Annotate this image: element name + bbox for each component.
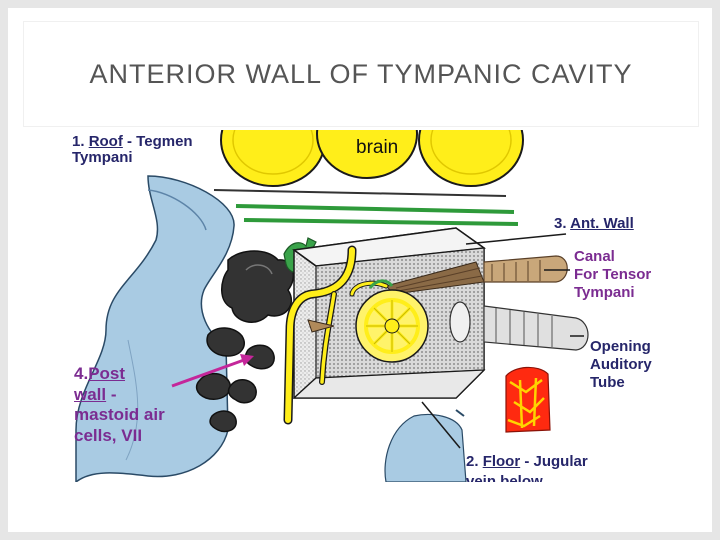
label-ant-wall: 3. Ant. Wall [554,216,634,232]
label-brain-text: brain [356,137,399,158]
pointer-arrows [171,233,584,449]
jugular-vein [505,366,551,433]
auditory-tube [449,301,589,351]
label-canal-3: Tympani [574,284,635,301]
label-post-4: cells, VII [74,426,143,446]
label-canal: Canal For Tensor Tympani [574,248,651,302]
label-post-wall-word: wall [74,384,107,404]
tympanic-plexus [355,289,429,363]
label-opening-1: Opening [590,338,651,355]
title-box: ANTERIOR WALL OF TYMPANIC CAVITY [24,22,698,126]
label-floor-word: Floor [482,453,521,470]
label-floor-num: 2. [466,453,479,470]
label-canal-2: For Tensor [574,266,652,283]
temporal-bone [75,175,235,482]
label-opening: Opening Auditory Tube [590,338,652,392]
label-roof-rest: - Tegmen [122,133,193,150]
label-ant-num: 3. [554,215,567,232]
label-opening-2: Auditory [590,356,652,373]
label-roof-line2: Tympani [72,148,133,166]
label-post-num: 4. [74,364,89,383]
label-roof: 1. Roof - Tegmen Tympani [72,134,193,166]
mastoid-air-cells [195,250,295,433]
tegmen-lines [213,189,519,226]
label-floor-rest: - Jugular [520,453,588,470]
label-post-dash: - [106,384,117,404]
label-floor-2: vein below [466,472,543,483]
label-floor: 2. Floor - Jugular vein below [466,452,588,482]
brain-lobes [220,130,524,187]
ear-diagram: 1. Roof - Tegmen Tympani brain 3. Ant. W… [36,130,686,482]
facial-nerve [283,245,389,425]
label-ant-word: Ant. Wall [570,215,634,232]
label-opening-3: Tube [590,374,625,391]
slide-title: ANTERIOR WALL OF TYMPANIC CAVITY [89,58,633,89]
label-canal-1: Canal [574,248,615,265]
diagram-illustration [75,130,589,482]
label-brain: brain [356,138,398,158]
label-post-word: Post [88,364,126,383]
jugular-bulb [384,413,467,482]
label-roof-num: 1. [72,133,85,150]
label-roof-word: Roof [88,133,123,150]
label-post-3: mastoid air [74,405,165,425]
tensor-tympani-muscle [385,255,568,295]
label-post-wall: 4.Post wall - mastoid air cells, VII [74,364,165,447]
